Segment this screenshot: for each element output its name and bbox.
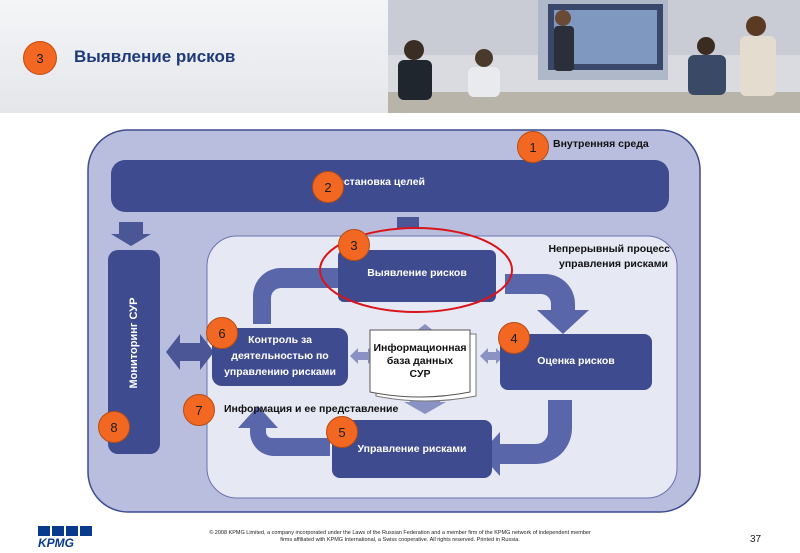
control-label-line1: Контроль за [248, 334, 312, 346]
step-badge-2: 2 [312, 171, 344, 203]
arrow-down-center [397, 217, 419, 229]
kpmg-logo: KPMG [38, 526, 92, 548]
monitoring-box [108, 250, 160, 454]
control-label-line3: управлению рисками [224, 366, 336, 378]
arrow-db-right [480, 348, 504, 364]
step-badge-6: 6 [206, 317, 238, 349]
control-label-line2: деятельностью по [231, 350, 329, 362]
step-badge-8: 8 [98, 411, 130, 443]
database-label-line3: СУР [409, 368, 431, 380]
step-badge-5: 5 [326, 416, 358, 448]
step-badge-7: 7 [183, 394, 215, 426]
footer-copyright-line2: firms affiliated with KPMG International… [280, 537, 520, 543]
arrow-down-left [111, 222, 151, 246]
database-label-line2: база данных [386, 355, 454, 367]
internal-environment-label: Внутренняя среда [553, 138, 649, 150]
database-page-front [369, 329, 471, 398]
arrow-assess-to-manage [480, 400, 572, 476]
continuous-process-label-line1: Непрерывный процесс [548, 243, 670, 255]
arrow-manage-to-control [238, 406, 330, 456]
step-badge-1: 1 [517, 131, 549, 163]
slide-header: 3 Выявление рисков [0, 0, 800, 113]
identify-risks-label: Выявление рисков [367, 267, 467, 279]
database-label-line1: Информационная [373, 342, 467, 354]
manage-risks-label: Управление рисками [357, 443, 467, 455]
footer-copyright: © 2008 KPMG Limited, a company incorpora… [140, 530, 660, 544]
meeting-photo [388, 0, 800, 113]
arrow-double-monitoring [166, 334, 214, 370]
manage-risks-box [332, 420, 492, 478]
identify-risks-box [338, 250, 496, 302]
arrow-control-to-identify [253, 256, 357, 324]
assess-risks-box [500, 334, 652, 390]
assess-risks-label: Оценка рисков [537, 355, 615, 367]
header-step-badge: 3 [23, 41, 57, 75]
goal-setting-box [111, 160, 669, 212]
continuous-process-label-line2: управления рисками [559, 258, 668, 270]
goal-setting-label: Постановка целей [330, 176, 425, 188]
slide-title: Выявление рисков [74, 47, 236, 66]
information-label: Информация и ее представление [224, 403, 399, 415]
highlight-ellipse [319, 227, 513, 313]
footer-copyright-line1: © 2008 KPMG Limited, a company incorpora… [209, 530, 591, 536]
kpmg-logo-text: KPMG [38, 536, 74, 548]
step-badge-3: 3 [338, 229, 370, 261]
control-box [212, 328, 348, 386]
arrow-db-down [404, 398, 446, 414]
arrow-identify-to-assess [505, 274, 589, 334]
page-number: 37 [750, 534, 762, 545]
monitoring-label: Мониторинг СУР [128, 297, 140, 389]
step-badge-4: 4 [498, 322, 530, 354]
